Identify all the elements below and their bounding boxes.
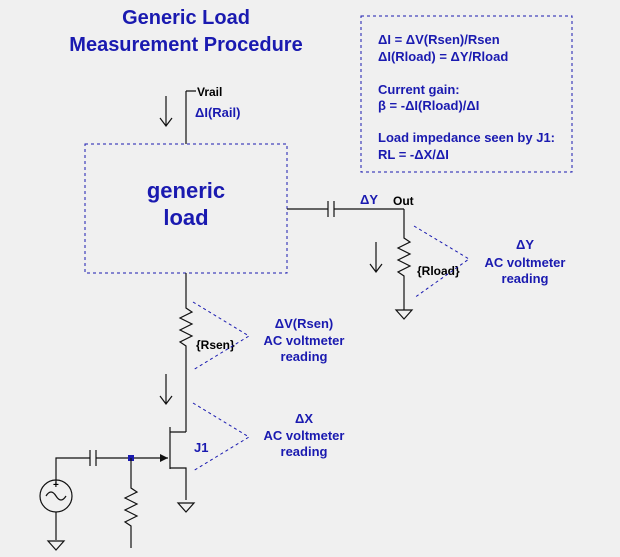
dy-label: ΔY: [360, 192, 378, 207]
load-label-2: load: [163, 205, 208, 230]
rsen-resistor-icon: [178, 273, 194, 432]
rail-current-arrow-icon: [159, 96, 173, 127]
meter-rsen-probe: [192, 301, 250, 371]
ac-source-icon: [39, 479, 73, 540]
rload-ground-icon: [394, 309, 414, 320]
meter-dx-3: reading: [281, 444, 328, 459]
title-line-2: Measurement Procedure: [69, 34, 302, 56]
eq-gain: β = -ΔI(Rload)/ΔI: [378, 98, 479, 113]
eq-line-2: ΔI(Rload) = ΔY/Rload: [378, 49, 508, 64]
rail-current-label: ΔI(Rail): [195, 105, 240, 120]
load-label-1: generic: [147, 178, 225, 203]
meter-dy-probe: [413, 225, 470, 299]
vrail-wire: [185, 90, 196, 144]
eq-line-1: ΔI = ΔV(Rsen)/Rsen: [378, 32, 500, 47]
j1-label: J1: [194, 440, 208, 455]
meter-dx-probe: [192, 402, 250, 472]
rload-label: {Rload}: [417, 264, 460, 278]
input-wire: [55, 457, 131, 484]
rsen-label: {Rsen}: [196, 338, 235, 352]
meter-dx-2: AC voltmeter: [264, 428, 345, 443]
title-line-1: Generic Load: [122, 7, 250, 29]
equations-box: [360, 15, 573, 173]
source-ground-icon: [176, 502, 196, 513]
gate-resistor-icon: [123, 458, 139, 548]
eq-gain-title: Current gain:: [378, 82, 460, 97]
vrail-label: Vrail: [197, 85, 222, 99]
meter-rsen-1: ΔV(Rsen): [275, 316, 333, 331]
source-plus-label: +: [53, 480, 59, 491]
input-capacitor-icon: [89, 450, 97, 466]
meter-rsen-3: reading: [281, 349, 328, 364]
meter-dy-2: AC voltmeter: [485, 255, 566, 270]
rload-resistor-icon: [396, 209, 412, 310]
ac-ground-icon: [46, 540, 66, 551]
drain-current-arrow-icon: [159, 374, 173, 405]
rload-current-arrow-icon: [369, 242, 383, 273]
meter-dy-1: ΔY: [516, 237, 534, 252]
out-capacitor-icon: [327, 201, 335, 217]
out-label: Out: [393, 194, 414, 208]
meter-rsen-2: AC voltmeter: [264, 333, 345, 348]
eq-imp-title: Load impedance seen by J1:: [378, 130, 555, 145]
meter-dy-3: reading: [502, 271, 549, 286]
meter-dx-1: ΔX: [295, 411, 313, 426]
eq-imp: RL = -ΔX/ΔI: [378, 147, 449, 162]
j1-jfet-icon: [131, 427, 187, 500]
